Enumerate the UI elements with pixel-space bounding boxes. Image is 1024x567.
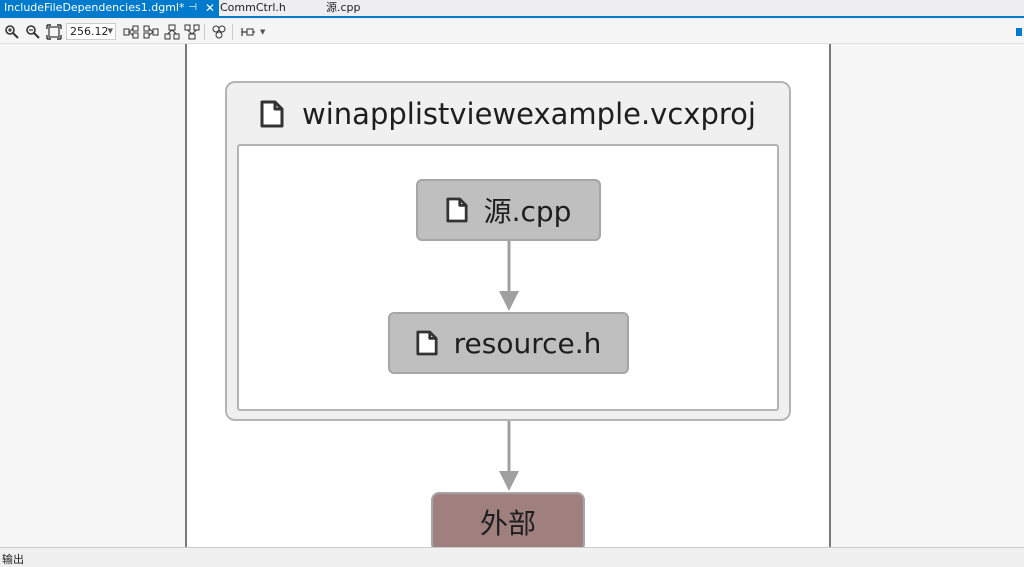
node-label: 外部: [479, 507, 536, 540]
toolbar-overflow-indicator: [1016, 28, 1022, 36]
tab-source-cpp[interactable]: 源.cpp: [326, 0, 361, 16]
project-group-label: winapplistviewexample.vcxproj: [302, 97, 756, 131]
node-label: resource.h: [453, 326, 602, 360]
output-panel-strip: 输出: [0, 547, 1024, 567]
canvas-margin-left: [0, 44, 185, 547]
tab-label: CommCtrl.h: [220, 1, 286, 14]
close-icon[interactable]: ✕: [204, 1, 215, 15]
toolbar-separator: [204, 24, 205, 40]
chevron-down-icon: ▼: [107, 27, 113, 35]
tab-label: IncludeFileDependencies1.dgml*: [4, 1, 185, 14]
file-icon: [416, 330, 438, 356]
file-icon: [260, 100, 284, 128]
chevron-down-icon[interactable]: ▼: [260, 28, 266, 36]
layout-right-to-left-icon[interactable]: [143, 24, 159, 40]
tab-include-file-dependencies[interactable]: IncludeFileDependencies1.dgml* ⊣ ✕: [0, 0, 219, 16]
diagram-toolbar: 256.12 ▼ ▼: [0, 20, 1024, 44]
zoom-in-icon[interactable]: [4, 24, 20, 40]
pin-icon[interactable]: ⊣: [188, 2, 197, 13]
layout-top-to-bottom-icon[interactable]: [164, 24, 180, 40]
toolbar-separator: [232, 24, 233, 40]
zoom-level-value: 256.12: [70, 25, 109, 38]
zoom-to-fit-icon[interactable]: [46, 24, 62, 40]
file-icon: [446, 197, 468, 223]
layout-left-to-right-icon[interactable]: [123, 24, 139, 40]
node-source-cpp[interactable]: 源.cpp: [416, 179, 601, 241]
zoom-out-icon[interactable]: [25, 24, 41, 40]
project-group-title: winapplistviewexample.vcxproj: [227, 96, 789, 132]
analyzer-icon[interactable]: [240, 24, 256, 40]
cluster-layout-icon[interactable]: [211, 24, 227, 40]
document-tab-strip: IncludeFileDependencies1.dgml* ⊣ ✕ CommC…: [0, 0, 1024, 18]
layout-bottom-to-top-icon[interactable]: [184, 24, 200, 40]
node-external[interactable]: 外部: [431, 492, 585, 552]
node-label: 源.cpp: [483, 195, 572, 228]
zoom-level-combo[interactable]: 256.12 ▼: [66, 23, 116, 40]
tab-label: 源.cpp: [326, 1, 361, 14]
output-tab[interactable]: 输出: [2, 553, 24, 566]
diagram-canvas[interactable]: winapplistviewexample.vcxproj 源.cpp reso…: [0, 44, 1024, 552]
tab-commctrl-h[interactable]: CommCtrl.h: [220, 0, 286, 16]
canvas-margin-right: [831, 44, 1024, 547]
node-resource-h[interactable]: resource.h: [388, 312, 629, 374]
